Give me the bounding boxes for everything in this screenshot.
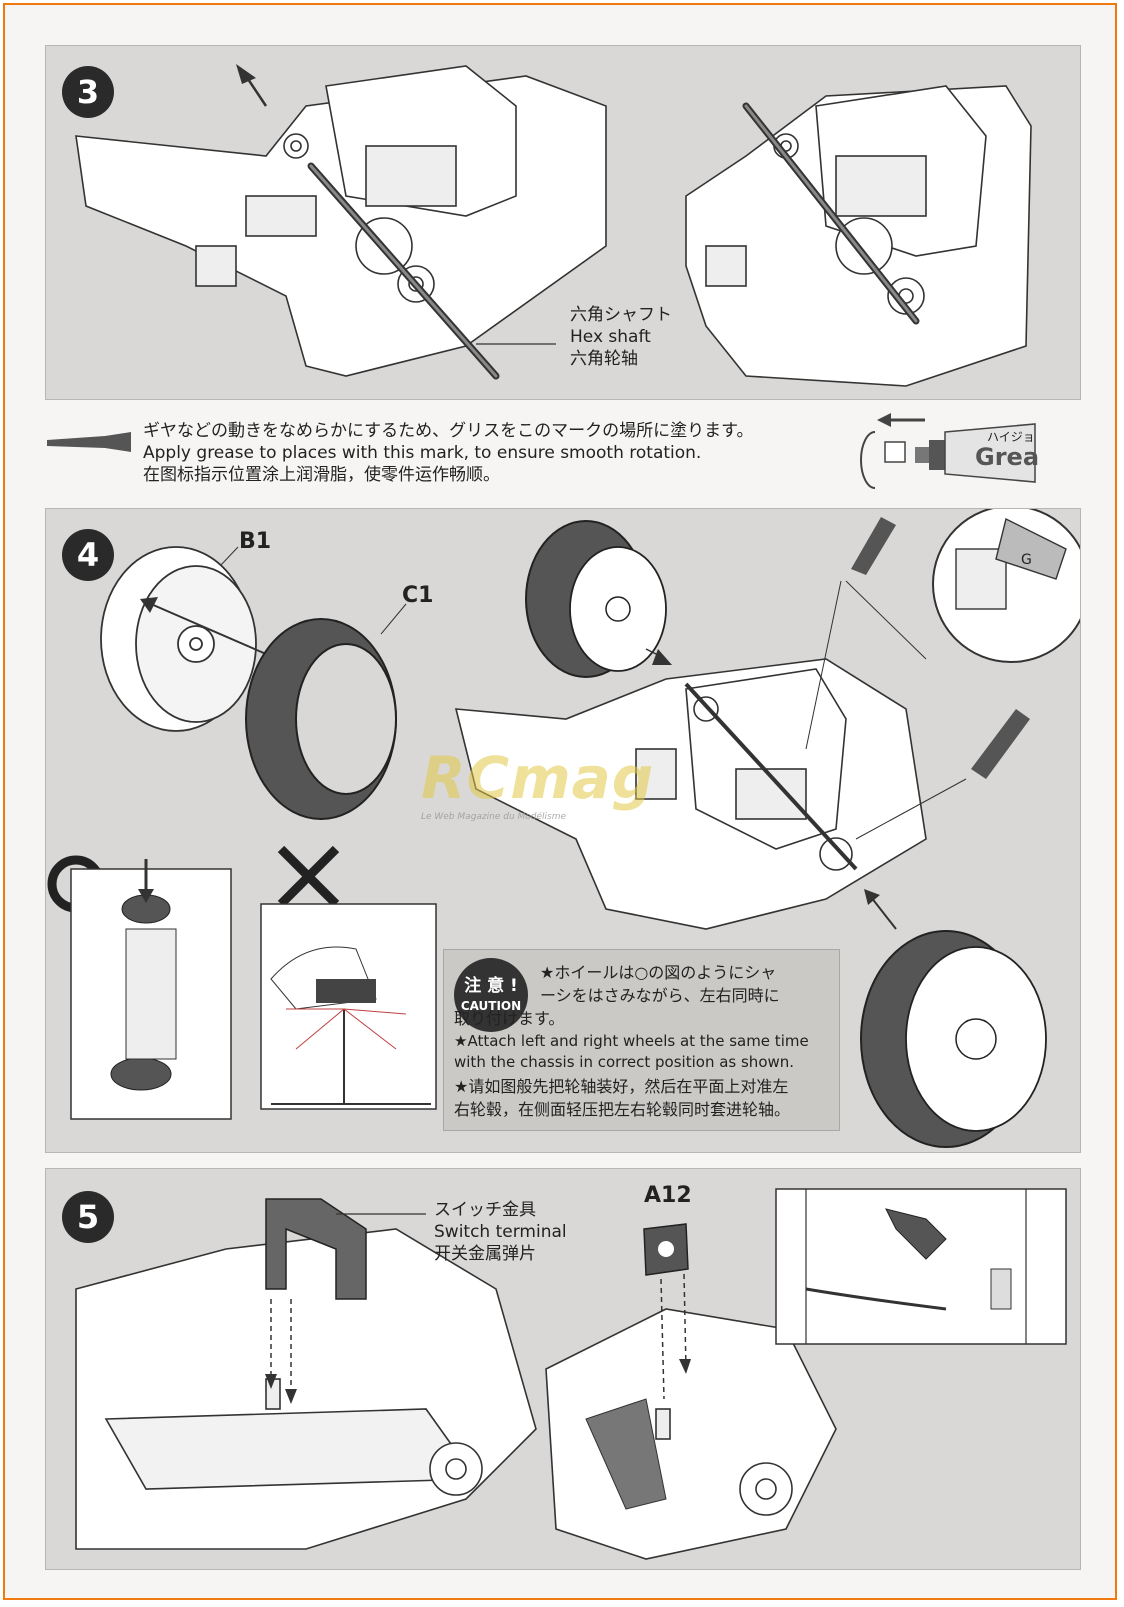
grease-note-en: Apply grease to places with this mark, t… [143,443,702,463]
step-4-number: 4 [62,529,114,581]
watermark-main: RCmag [421,744,655,812]
switch-terminal-label-en: Switch terminal [434,1222,567,1242]
switch-terminal-label-jp: スイッチ金具 [434,1200,536,1220]
part-b1-label: B1 [239,529,272,554]
step-4-illustration [47,509,1080,1148]
part-c1-label: C1 [402,583,434,608]
caution-line-4: ★Attach left and right wheels at the sam… [454,1032,809,1050]
hex-shaft-label-jp: 六角シャフト [570,305,672,325]
grease-tube-label-en: Grea [975,443,1040,471]
caution-line-2: ーシをはさみながら、左右同時に [540,986,780,1005]
grease-mark-icon [47,432,131,452]
step-4-panel: 4 B1 C1 G RCmag Le Web Magazine du Modél… [45,508,1081,1153]
step-3-illustration [75,64,1032,387]
caution-line-7: 右轮毂，在侧面轻压把左右轮毂同时套进轮轴。 [454,1100,791,1119]
grease-note-cn: 在图标指示位置涂上润滑脂，使零件运作畅顺。 [143,465,500,485]
caution-box: 注 意 ! CAUTION ★ホイールは○の図のようにシャ ーシをはさみながら、… [443,949,840,1131]
caution-badge-en: CAUTION [460,999,522,1013]
grease-note-jp: ギヤなどの動きをなめらかにするため、グリスをこのマークの場所に塗ります。 [143,421,754,441]
step-3-panel: 3 六角シャフト Hex shaft 六角轮轴 [45,45,1081,400]
step-5-number: 5 [62,1191,114,1243]
step-5-illustration [75,1188,1067,1560]
step-3-number: 3 [62,66,114,118]
caution-badge-jp: 注 意 ! [464,976,518,996]
inset-tube-label: G [1021,552,1032,568]
hex-shaft-label-en: Hex shaft [570,327,651,347]
grease-tube-label-jp: ハイジョ [987,430,1035,444]
part-a12-label: A12 [644,1183,692,1208]
caution-badge: 注 意 ! CAUTION [454,958,528,1032]
caution-line-5: with the chassis in correct position as … [454,1053,795,1071]
caution-line-6: ★请如图般先把轮轴装好，然后在平面上对准左 [454,1077,789,1096]
caution-line-3: 取り付けます。 [454,1009,565,1028]
grease-note: ギヤなどの動きをなめらかにするため、グリスをこのマークの場所に塗ります。 App… [45,412,1079,492]
watermark-sub: Le Web Magazine du Modélisme [421,812,567,822]
grease-tube-icon [860,413,1036,489]
step-5-panel: 5 スイッチ金具 Switch terminal 开关金属弹片 A12 [45,1168,1081,1570]
hex-shaft-label-cn: 六角轮轴 [570,349,638,369]
switch-terminal-label-cn: 开关金属弹片 [434,1244,536,1264]
caution-line-1: ★ホイールは○の図のようにシャ [540,963,777,982]
